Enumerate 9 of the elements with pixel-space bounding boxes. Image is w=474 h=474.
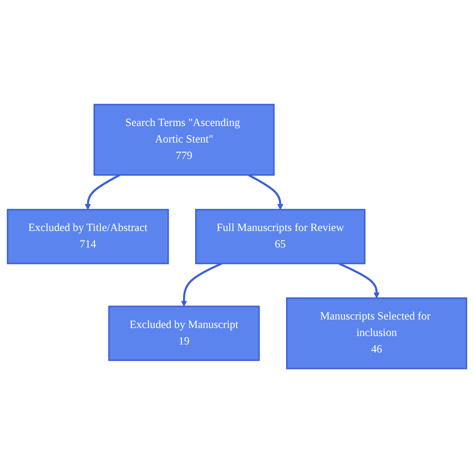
node-box: Search Terms "Ascending Aortic Stent" 779 [94,104,275,176]
arrow [248,174,284,210]
arrow [180,263,222,308]
node-box: Excluded by Title/Abstract 714 [6,209,169,265]
arrow [338,263,380,299]
arrow [84,174,120,210]
node-box: Manuscripts Selected for inclusion 46 [286,298,468,370]
node-box: Excluded by Manuscript 19 [108,306,260,362]
node-box: Full Manuscripts for Review 65 [195,209,366,265]
